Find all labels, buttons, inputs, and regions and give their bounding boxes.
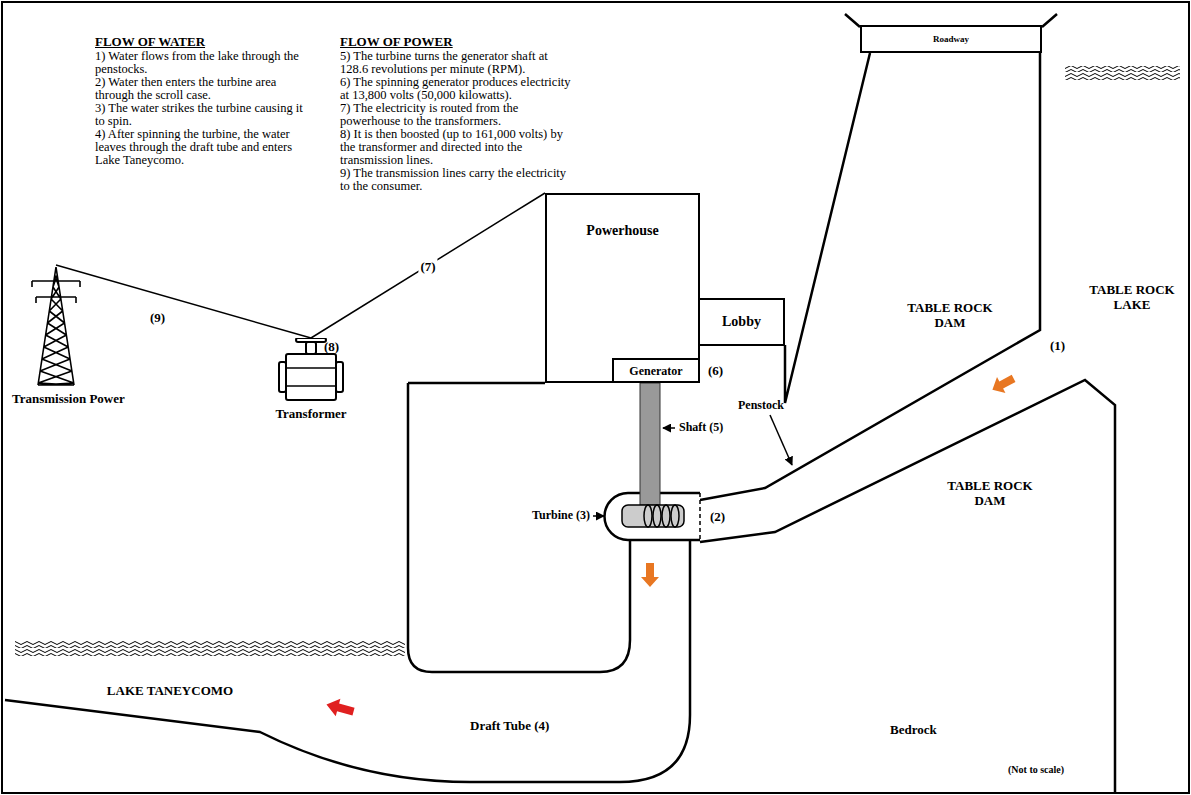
callout-number: (8) xyxy=(324,339,339,354)
transformer-icon xyxy=(261,338,361,404)
dam-face xyxy=(785,53,870,403)
runner-blade xyxy=(644,505,652,527)
callout-number: (7) xyxy=(418,258,437,273)
part-label: Shaft (5) xyxy=(679,420,723,434)
region-label: TABLE ROCK LAKE xyxy=(1082,282,1182,312)
leader-line xyxy=(663,427,675,429)
water-surface xyxy=(1065,66,1180,80)
section-heading: FLOW OF POWER xyxy=(340,34,453,49)
transformer-part xyxy=(306,342,316,354)
callout-number: (9) xyxy=(150,310,165,325)
numbered-step: 8) It is then boosted (up to 161,000 vol… xyxy=(340,128,576,167)
note-column: 5) The turbine turns the generator shaft… xyxy=(340,50,576,193)
shaft xyxy=(640,383,660,505)
node-text: Lobby xyxy=(722,314,761,330)
part-label: Penstock xyxy=(738,398,784,412)
flow-arrow xyxy=(641,563,659,587)
flow-arrow xyxy=(324,696,356,721)
node-text: Transmission Power xyxy=(12,391,125,406)
numbered-step: 9) The transmission lines carry the elec… xyxy=(340,167,576,193)
callout-number: (1) xyxy=(1050,338,1065,353)
leader-line xyxy=(770,415,792,465)
runner-blade xyxy=(671,505,679,527)
numbered-step: 3) The water strikes the turbine causing… xyxy=(95,102,313,128)
lobby-box: Lobby xyxy=(698,298,785,346)
draft-tube-wall xyxy=(5,540,690,782)
transformer-band xyxy=(286,385,336,387)
region-label: Bedrock xyxy=(890,722,937,737)
node-text: Powerhouse xyxy=(586,223,658,239)
powerhouse-box: PowerhouseGenerator xyxy=(545,193,700,383)
penstock-wall xyxy=(700,380,1115,793)
numbered-step: 5) The turbine turns the generator shaft… xyxy=(340,50,576,76)
powerhouse-floor xyxy=(408,382,545,385)
region-label: LAKE TANEYCOMO xyxy=(107,683,233,698)
runner-blade xyxy=(662,505,670,527)
transformer-unit: Transformer xyxy=(255,338,367,421)
region-label: TABLE ROCK DAM xyxy=(940,478,1040,508)
runner-blade xyxy=(653,505,661,527)
part-label: Turbine (3) xyxy=(500,508,590,522)
penstock-wall xyxy=(700,53,1040,500)
node-text: Generator xyxy=(629,364,682,378)
transformer-part xyxy=(286,354,336,400)
draft-tube-wall xyxy=(408,383,630,672)
transformer-part xyxy=(336,362,343,392)
tower-icon xyxy=(12,265,152,389)
power-line xyxy=(311,193,545,338)
transmission-tower: Transmission Power xyxy=(12,265,164,406)
numbered-step: 6) The spinning generator produces elect… xyxy=(340,76,576,102)
node-text: Transformer xyxy=(275,406,346,421)
roadway-box: Roadway xyxy=(860,25,1042,53)
tower-lattice xyxy=(32,267,80,385)
part-label: Draft Tube (4) xyxy=(470,718,549,733)
section-heading: FLOW OF WATER xyxy=(95,34,205,49)
water-surface xyxy=(15,640,405,656)
numbered-step: 7) The electricity is routed from the po… xyxy=(340,102,576,128)
power-line xyxy=(56,265,311,338)
turbine-runner xyxy=(622,505,684,527)
note: (Not to scale) xyxy=(1008,764,1064,776)
scroll-case-opening xyxy=(699,493,701,540)
transformer-part xyxy=(279,362,286,392)
generator-box: Generator xyxy=(612,358,700,383)
node-text: Roadway xyxy=(933,34,969,45)
numbered-step: 4) After spinning the turbine, the water… xyxy=(95,128,313,167)
callout-number: (2) xyxy=(710,509,725,524)
leader-line xyxy=(593,515,604,517)
flow-arrow xyxy=(988,370,1018,397)
region-label: TABLE ROCK DAM xyxy=(900,300,1000,330)
note-column: 1) Water flows from the lake through the… xyxy=(95,50,313,167)
numbered-step: 2) Water then enters the turbine area th… xyxy=(95,76,313,102)
numbered-step: 1) Water flows from the lake through the… xyxy=(95,50,313,76)
transformer-band xyxy=(286,367,336,369)
callout-number: (6) xyxy=(708,363,723,378)
